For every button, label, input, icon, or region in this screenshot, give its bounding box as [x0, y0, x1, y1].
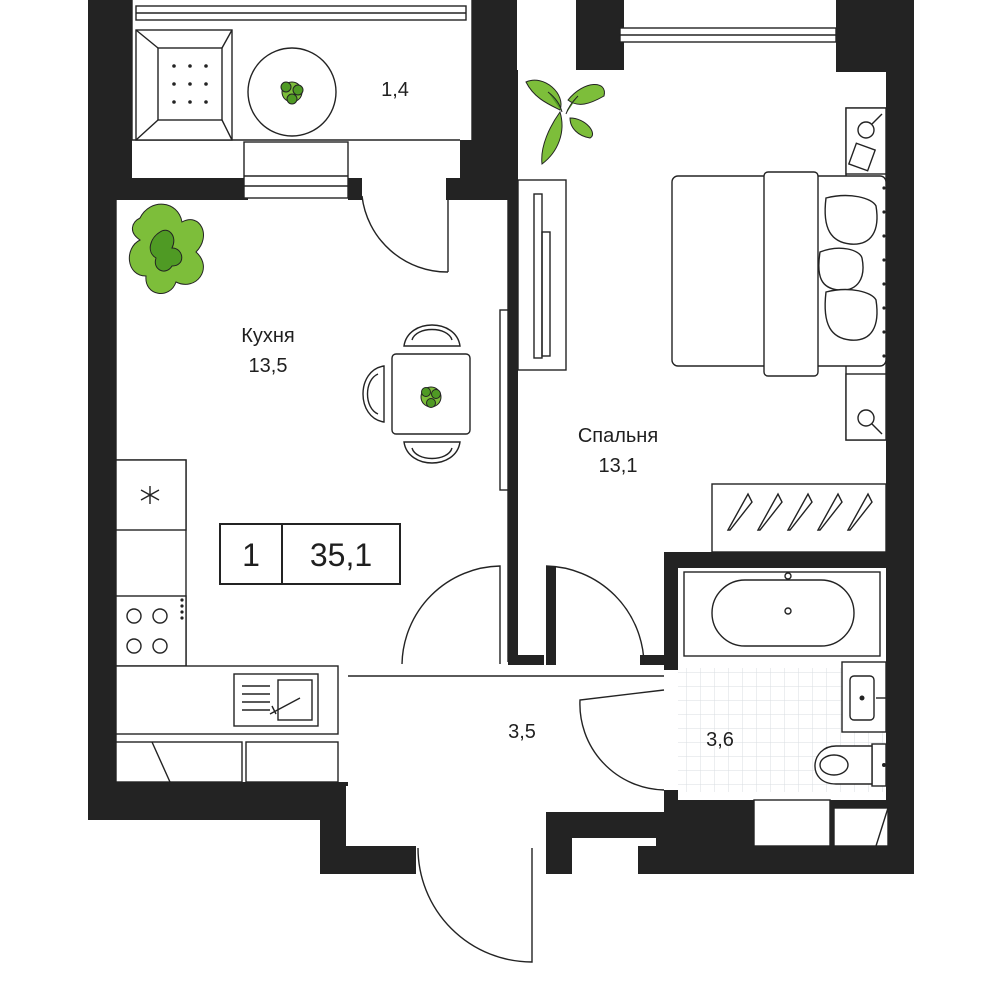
nightstand: [845, 373, 887, 441]
bedroom: [517, 79, 887, 553]
apartment-summary-badge: 1 35,1: [219, 523, 401, 585]
walls: [88, 0, 914, 874]
bathtub: [683, 571, 881, 657]
dining-table: [362, 324, 471, 464]
room-count: 1: [242, 537, 260, 573]
bathroom-area: 3,6: [706, 729, 734, 751]
kitchen-name: Кухня: [241, 325, 295, 347]
balcony: [135, 5, 837, 199]
armchair: [135, 29, 233, 141]
toilet: [814, 743, 887, 787]
kitchen: [115, 195, 509, 783]
nightstand: [845, 107, 887, 175]
clothes-rail: [711, 483, 887, 553]
bathroom: [683, 571, 889, 847]
hall: [401, 565, 665, 963]
balcony-area: 1,4: [381, 79, 409, 101]
hall-area: 3,5: [508, 721, 536, 743]
kitchen-area: 13,5: [249, 355, 288, 377]
plant-icon: [525, 79, 605, 165]
plant-icon: [128, 203, 204, 294]
kitchen-counter: [115, 459, 339, 783]
bedroom-area: 13,1: [599, 455, 638, 477]
total-area: 35,1: [310, 537, 372, 573]
balcony-table: [247, 47, 337, 137]
sink: [841, 661, 887, 733]
bedroom-name: Спальня: [578, 425, 658, 447]
